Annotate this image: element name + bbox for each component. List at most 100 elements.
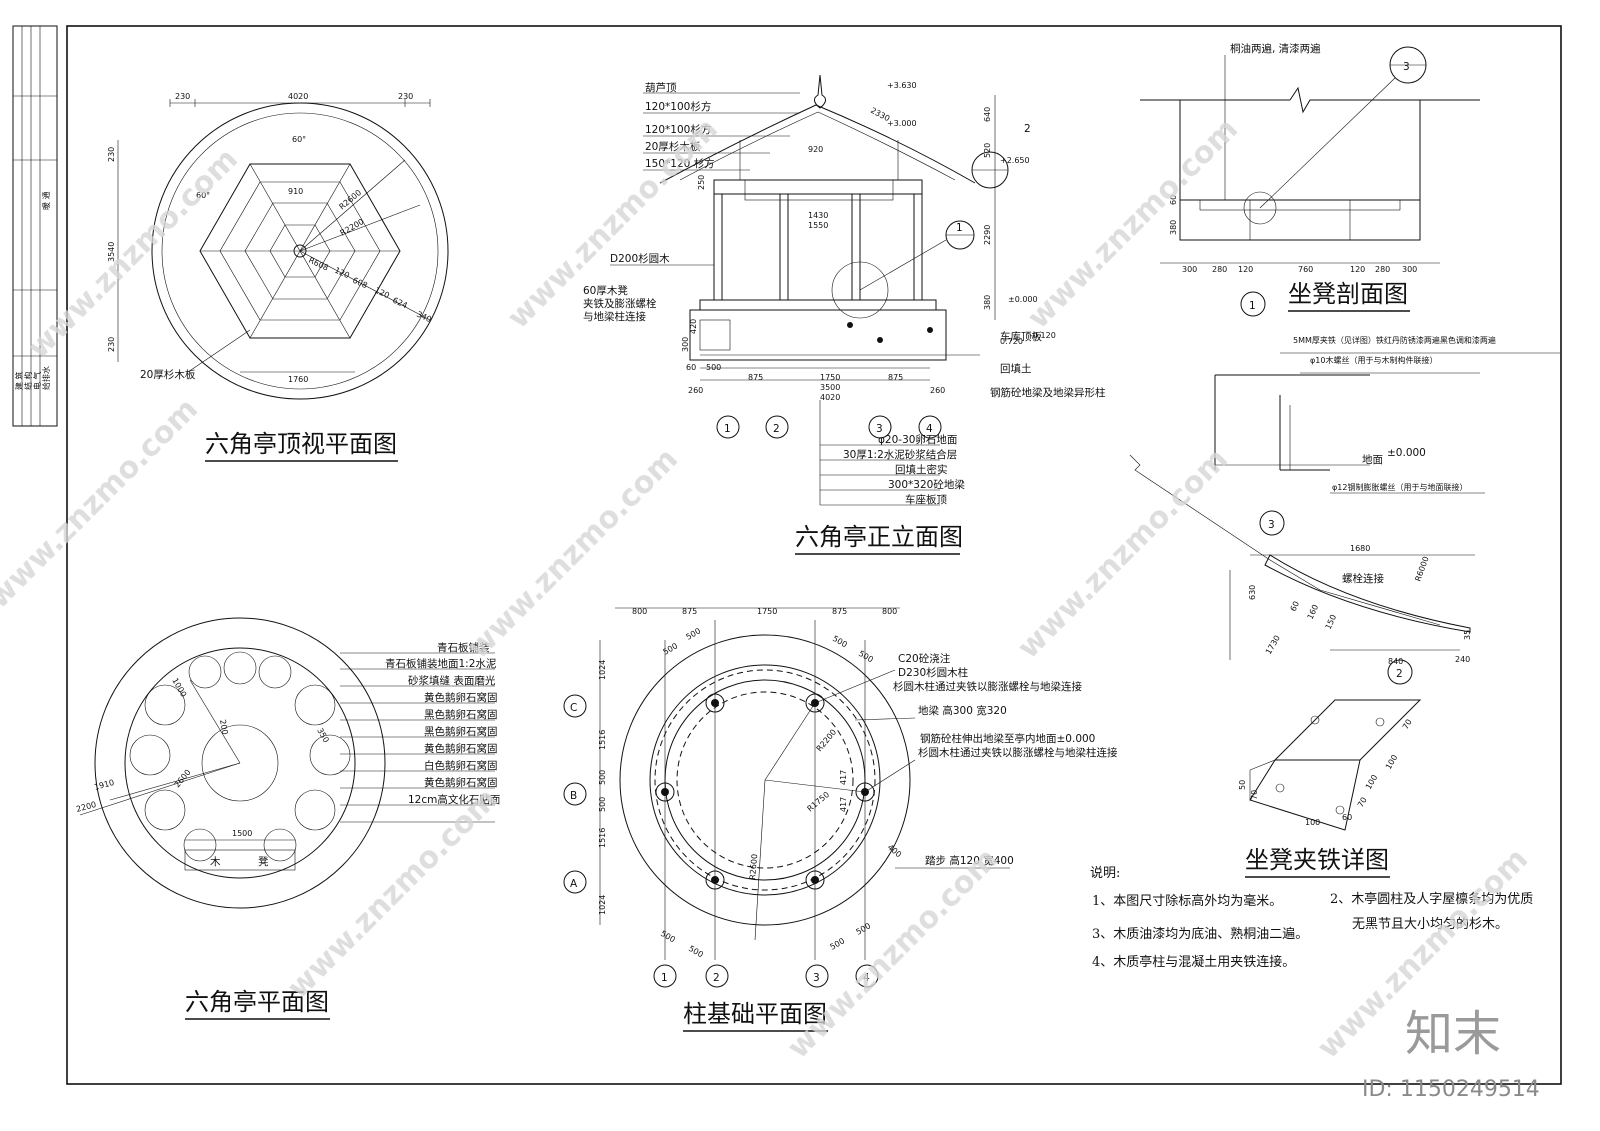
svg-text:4020: 4020 — [820, 393, 840, 402]
svg-text:300*320砼地梁: 300*320砼地梁 — [888, 478, 965, 491]
foundation-plan-dimensions: 800 875 1750 875 800 1024 1516 500 500 1… — [598, 607, 903, 959]
roof-plan-board-label: 20厚杉木板 — [140, 368, 196, 381]
svg-text:钢筋砼地梁及地梁异形柱: 钢筋砼地梁及地梁异形柱 — [990, 386, 1106, 399]
svg-text:1760: 1760 — [288, 375, 308, 384]
svg-text:100: 100 — [1384, 753, 1399, 771]
svg-text:1680: 1680 — [1350, 544, 1370, 553]
title-cell-structure: 结 构 — [23, 371, 33, 390]
watermark-text: www.znzmo.com — [281, 782, 505, 1006]
svg-text:60: 60 — [1342, 813, 1352, 822]
svg-text:φ10木螺丝（用于与木制构件联接）: φ10木螺丝（用于与木制构件联接） — [1310, 355, 1437, 365]
svg-text:1750: 1750 — [820, 373, 840, 382]
svg-text:120: 120 — [1350, 265, 1365, 274]
watermarks: www.znzmo.com www.znzmo.com www.znzmo.co… — [0, 112, 1535, 1066]
svg-text:黄色鹅卵石窝固: 黄色鹅卵石窝固 — [424, 776, 498, 789]
title-cell-plumbing: 给排水 — [41, 366, 51, 390]
svg-text:踏步 高120 宽400: 踏步 高120 宽400 — [925, 854, 1014, 867]
svg-text:地梁 高300 宽320: 地梁 高300 宽320 — [918, 704, 1007, 717]
svg-text:840: 840 — [1388, 657, 1403, 666]
floor-plan — [79, 617, 386, 909]
svg-text:875: 875 — [832, 607, 847, 616]
svg-text:60°: 60° — [196, 191, 210, 200]
svg-text:50: 50 — [1238, 780, 1247, 790]
svg-text:120*100杉方: 120*100杉方 — [645, 100, 711, 113]
foundation-plan — [599, 607, 911, 960]
svg-text:与地梁柱连接: 与地梁柱连接 — [583, 310, 646, 323]
svg-text:260: 260 — [688, 386, 703, 395]
svg-text:280: 280 — [1375, 265, 1390, 274]
svg-text:车库顶板: 车库顶板 — [1000, 330, 1042, 343]
svg-text:白色鹅卵石窝固: 白色鹅卵石窝固 — [424, 759, 498, 772]
svg-text:黑色鹅卵石窝固: 黑色鹅卵石窝固 — [424, 708, 498, 721]
svg-text:417: 417 — [839, 797, 848, 812]
foundation-plan-labels: C20砼浇注 D230杉圆木柱 杉圆木柱通过夹铁以膨涨螺栓与地梁连接 地梁 高3… — [814, 652, 1118, 869]
svg-text:60厚木凳: 60厚木凳 — [583, 284, 628, 297]
foundation-axis-4: 4 — [863, 972, 870, 984]
floor-plan-labels: 青石板铺装 青石板铺装地面1:2水泥 砂浆填缝 表面磨光 黄色鹅卵石窝固 黑色鹅… — [340, 641, 500, 823]
elevation-labels: 葫芦顶 120*100杉方 120*100杉方 20厚杉木板 150*120 杉… — [583, 81, 1106, 399]
elevation-axis-2: 2 — [773, 423, 780, 435]
svg-text:杉圆木柱通过夹铁以膨涨螺栓与地梁连接: 杉圆木柱通过夹铁以膨涨螺栓与地梁连接 — [893, 680, 1082, 693]
svg-text:500: 500 — [829, 936, 847, 951]
elevation-axis-3: 3 — [876, 423, 883, 435]
svg-text:800: 800 — [632, 607, 647, 616]
svg-text:120: 120 — [1238, 265, 1253, 274]
svg-text:30厚1:2水泥砂浆结合层: 30厚1:2水泥砂浆结合层 — [843, 448, 957, 461]
svg-text:+3.630: +3.630 — [887, 81, 917, 90]
svg-text:60°: 60° — [292, 135, 306, 144]
svg-text:608: 608 — [351, 276, 369, 291]
elevation-callout-1: 1 — [956, 222, 963, 234]
svg-text:20厚杉木板: 20厚杉木板 — [645, 140, 701, 153]
svg-text:1430: 1430 — [808, 211, 828, 220]
title-cell-hvac: 暖 通 — [41, 191, 51, 210]
watermark-brand-logo: 知末 — [1405, 1006, 1501, 1062]
svg-text:920: 920 — [808, 145, 823, 154]
watermark-id: ID: 1150249514 — [1362, 1077, 1540, 1102]
svg-text:500: 500 — [687, 944, 705, 959]
foundation-axis-2: 2 — [713, 972, 720, 984]
svg-text:200: 200 — [218, 719, 230, 736]
svg-text:500: 500 — [857, 649, 875, 664]
svg-text:螺栓连接: 螺栓连接 — [1342, 572, 1384, 585]
svg-text:380: 380 — [983, 295, 992, 310]
svg-text:100: 100 — [1364, 773, 1379, 791]
elevation-axis-1: 1 — [724, 423, 731, 435]
svg-text:500: 500 — [855, 921, 873, 936]
svg-text:300: 300 — [1182, 265, 1197, 274]
svg-text:500: 500 — [685, 626, 703, 641]
svg-text:R608: R608 — [307, 256, 330, 273]
sheet-frame — [12, 25, 1562, 1085]
svg-text:凳: 凳 — [258, 855, 269, 868]
svg-text:70: 70 — [1250, 790, 1259, 800]
design-notes: 说明: 1、本图尺寸除标高外均为毫米。 2、木亭圆柱及人字屋檩条均为优质 无黑节… — [1090, 866, 1533, 970]
svg-text:875: 875 — [748, 373, 763, 382]
watermark-text: www.znzmo.com — [1021, 112, 1245, 336]
note-2-cont: 无黑节且大小均匀的杉木。 — [1352, 916, 1508, 932]
svg-text:C20砼浇注: C20砼浇注 — [898, 652, 951, 665]
svg-text:500: 500 — [659, 929, 677, 944]
svg-text:黑色鹅卵石窝固: 黑色鹅卵石窝固 — [424, 725, 498, 738]
svg-text:+2.650: +2.650 — [1000, 156, 1030, 165]
elevation-axis-4: 4 — [926, 423, 933, 435]
svg-text:420: 420 — [689, 319, 698, 334]
foundation-axis-b: B — [570, 790, 577, 802]
svg-text:70: 70 — [1401, 718, 1414, 731]
svg-text:5MM厚夹铁（见详图）铁红丹防锈漆两遍黑色调和漆两遍: 5MM厚夹铁（见详图）铁红丹防锈漆两遍黑色调和漆两遍 — [1293, 335, 1496, 345]
note-1: 1、本图尺寸除标高外均为毫米。 — [1092, 893, 1282, 909]
svg-text:380: 380 — [1169, 220, 1178, 235]
svg-text:D200杉圆木: D200杉圆木 — [610, 252, 670, 265]
roof-plan-title: 六角亭顶视平面图 — [205, 430, 397, 458]
foundation-axis-a: A — [570, 878, 578, 890]
svg-text:4020: 4020 — [288, 92, 308, 101]
svg-text:黄色鹅卵石窝固: 黄色鹅卵石窝固 — [424, 691, 498, 704]
svg-text:300: 300 — [681, 337, 690, 352]
floor-plan-title: 六角亭平面图 — [185, 988, 329, 1016]
svg-text:230: 230 — [107, 337, 116, 352]
svg-text:500: 500 — [662, 641, 680, 656]
svg-text:250: 250 — [697, 175, 706, 190]
svg-text:R6000: R6000 — [1413, 555, 1430, 582]
foundation-plan-axes: C B A 1 2 3 4 — [563, 694, 879, 988]
svg-text:640: 640 — [983, 107, 992, 122]
svg-text:D230杉圆木柱: D230杉圆木柱 — [898, 666, 969, 679]
